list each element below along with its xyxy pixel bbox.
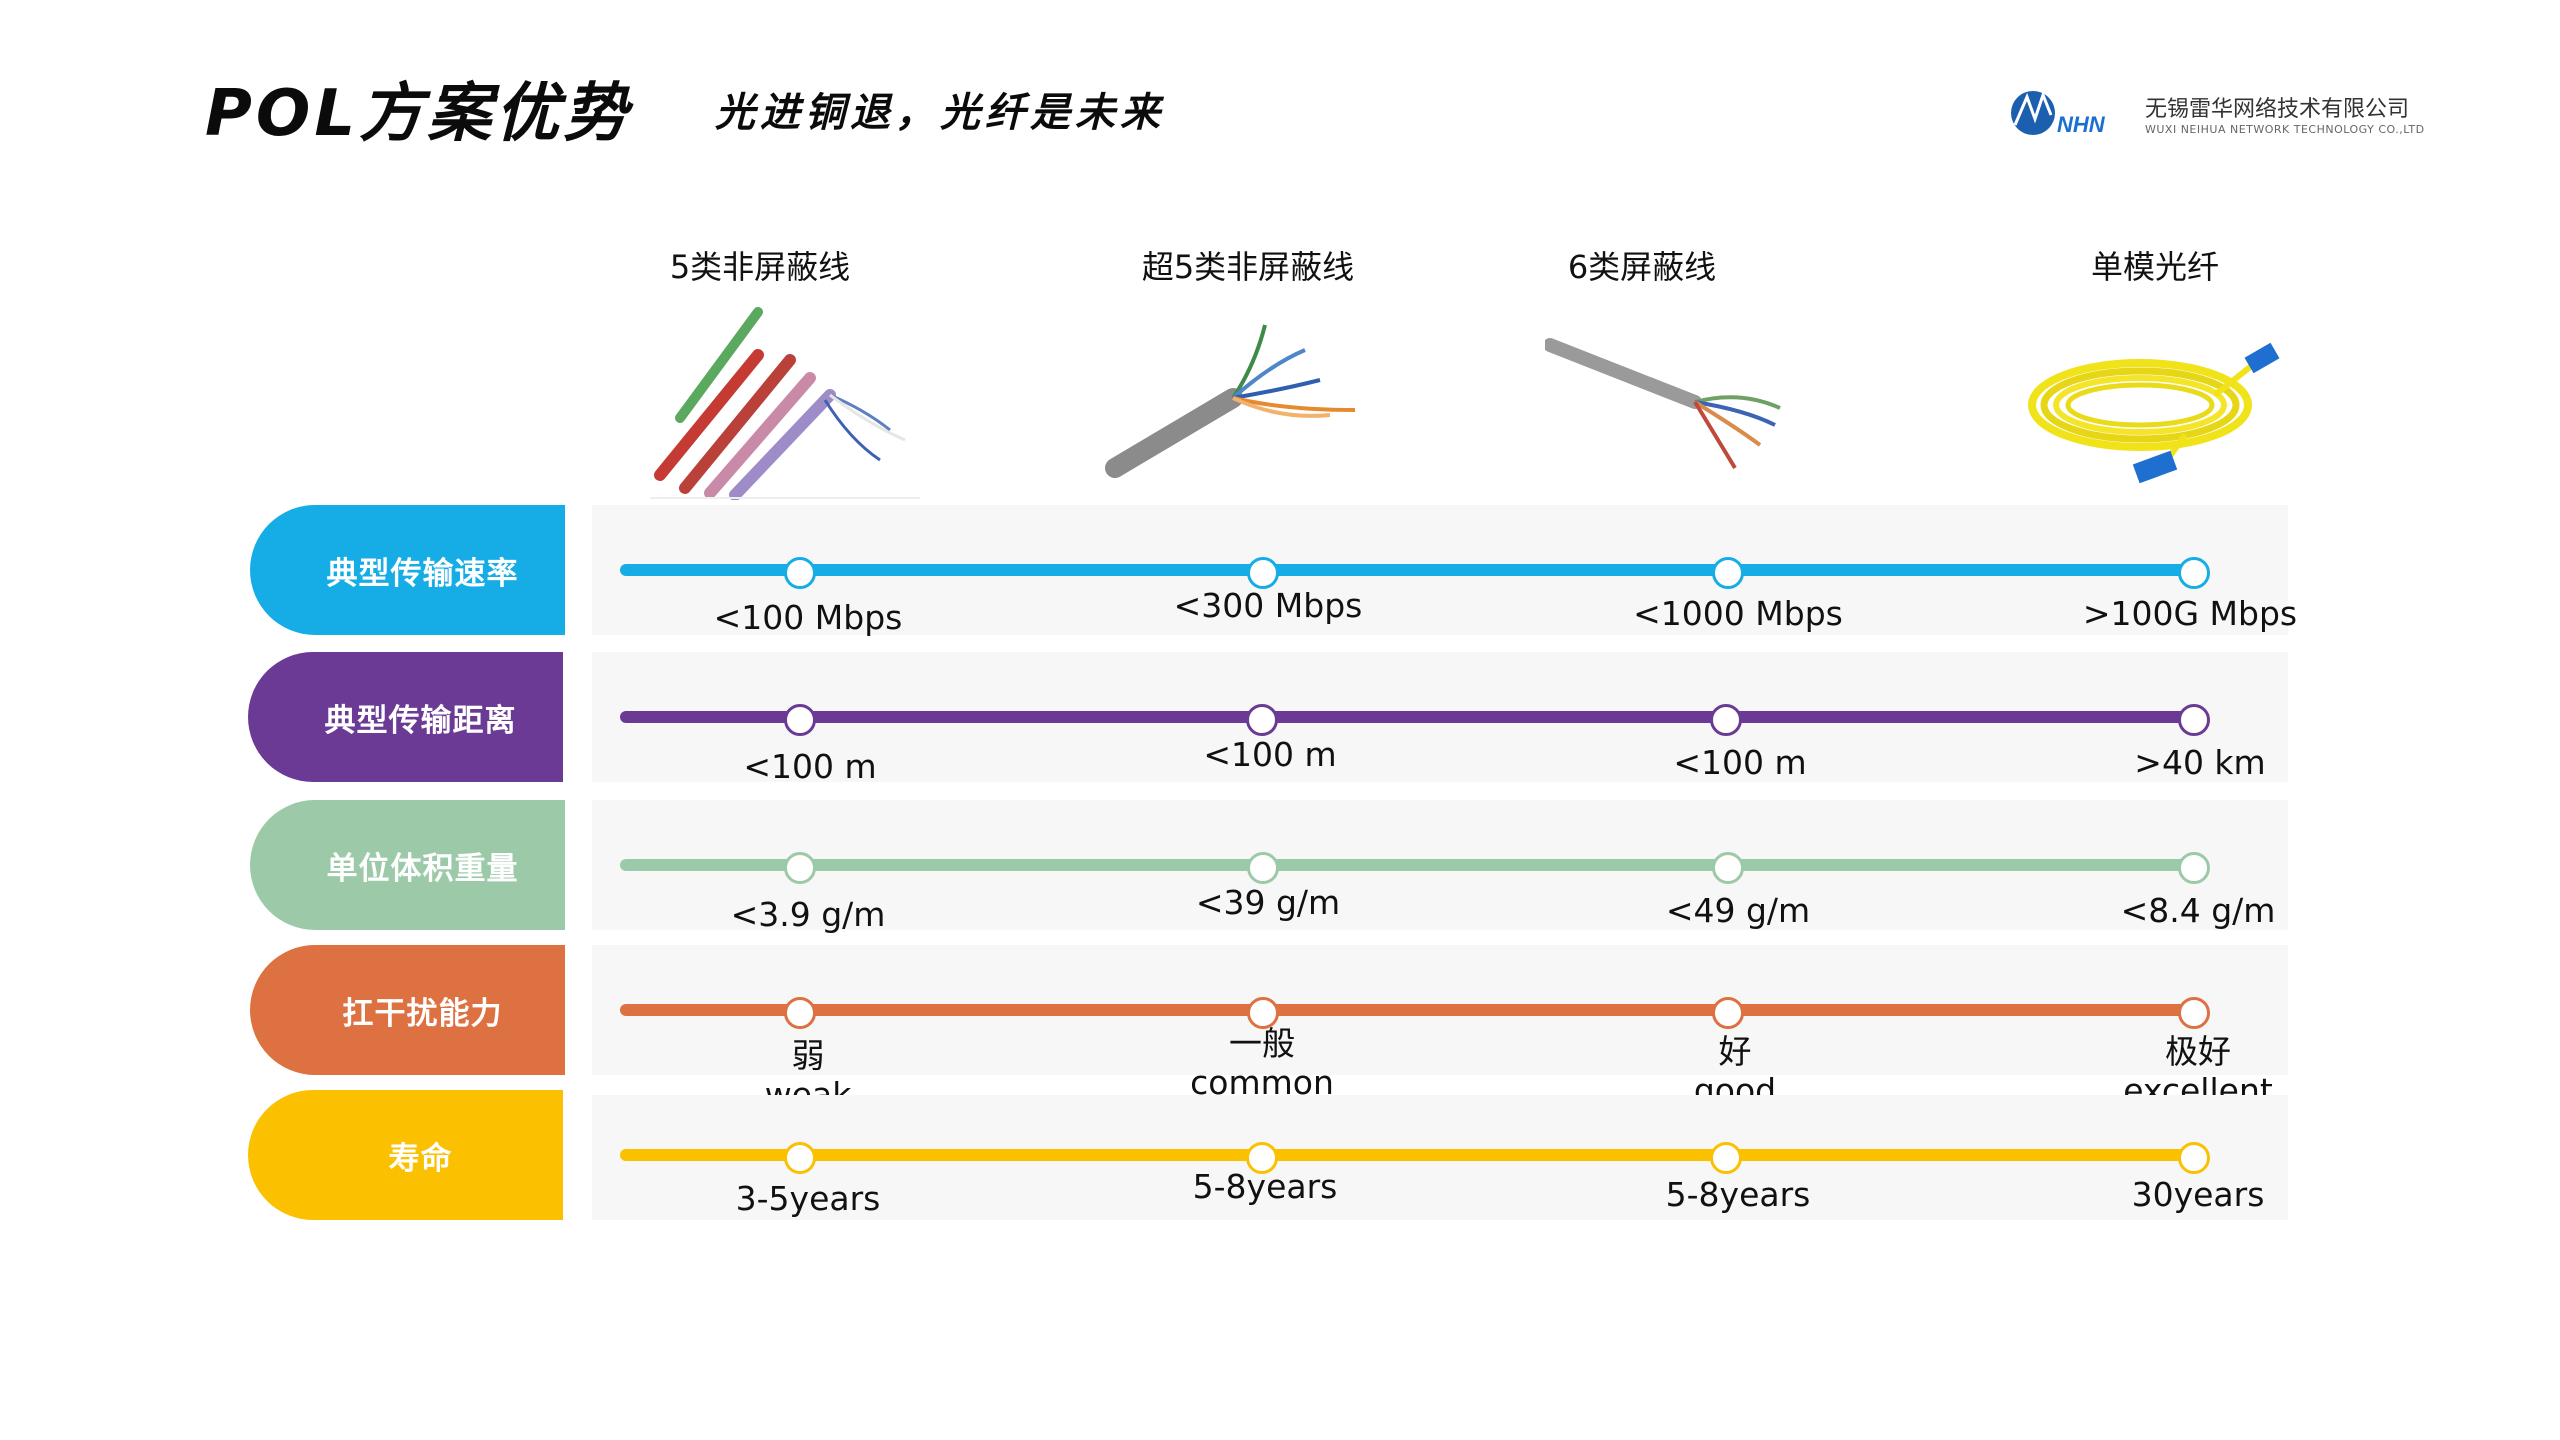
track-marker	[1712, 997, 1744, 1029]
row-anti-interference: 扛干扰能力 弱 weak 一般 common 好 good 极好 excelle…	[0, 945, 2560, 1114]
track-marker	[2178, 557, 2210, 589]
value-cat5: <100 m	[743, 747, 877, 786]
track-marker	[2178, 997, 2210, 1029]
value-cat5: <100 Mbps	[713, 598, 903, 637]
logo-mark-text: NHN	[2057, 112, 2106, 137]
track-marker	[2178, 852, 2210, 884]
value-cat6: 5-8years	[1665, 1175, 1811, 1214]
value-cat6: <1000 Mbps	[1633, 594, 1843, 633]
column-header-fiber: 单模光纤	[2090, 248, 2219, 286]
company-name: 无锡雷华网络技术有限公司	[2145, 97, 2410, 122]
track-marker	[1246, 1142, 1278, 1174]
company-name-en: WUXI NEIHUA NETWORK TECHNOLOGY CO.,LTD	[2145, 123, 2425, 136]
value-fiber: 30years	[2131, 1175, 2265, 1214]
row-lifespan: 寿命 3-5years 5-8years 5-8years 30years	[0, 1090, 2560, 1220]
value-cat5e: <39 g/m	[1195, 883, 1341, 922]
value-fiber: >100G Mbps	[2082, 594, 2298, 633]
track-marker	[784, 1142, 816, 1174]
nhn-logo-icon: NHN	[2011, 90, 2106, 137]
value-cat5e: <100 m	[1203, 735, 1337, 774]
track-marker	[1246, 704, 1278, 736]
row-transmission-distance: 典型传输距离 <100 m <100 m <100 m >40 km	[0, 652, 2560, 786]
page-title: POL方案优势	[205, 77, 632, 151]
column-header-cat6: 6类屏蔽线	[1567, 248, 1717, 286]
value-cat5: 3-5years	[735, 1179, 881, 1218]
value-cat5: <3.9 g/m	[730, 895, 886, 934]
cat5e-cable-icon	[1105, 324, 1356, 478]
track-line	[620, 711, 2194, 723]
track-marker	[784, 997, 816, 1029]
track-marker	[2178, 1142, 2210, 1174]
row-label-transmission-distance: 典型传输距离	[248, 652, 563, 782]
row-label-lifespan: 寿命	[248, 1090, 563, 1220]
track-line	[620, 1149, 2194, 1161]
track-marker	[1710, 704, 1742, 736]
value-cat6: <49 g/m	[1665, 891, 1811, 930]
value-fiber: <8.4 g/m	[2120, 891, 2276, 930]
value-cat5e: 5-8years	[1192, 1167, 1338, 1206]
column-header-cat5e: 超5类非屏蔽线	[1141, 248, 1355, 286]
column-header-cat5: 5类非屏蔽线	[669, 248, 851, 286]
track-marker	[784, 852, 816, 884]
track-line	[620, 564, 2194, 576]
row-label-transmission-rate: 典型传输速率	[250, 505, 565, 635]
track-marker	[2178, 704, 2210, 736]
value-cat5e: <300 Mbps	[1173, 586, 1363, 625]
company-logo: NHN 无锡雷华网络技术有限公司 WUXI NEIHUA NETWORK TEC…	[2005, 85, 2445, 145]
row-unit-weight: 单位体积重量 <3.9 g/m <39 g/m <49 g/m <8.4 g/m	[0, 800, 2560, 934]
track-marker	[1247, 997, 1279, 1029]
row-label-unit-weight: 单位体积重量	[250, 800, 565, 930]
value-cat6: <100 m	[1673, 743, 1807, 782]
track-marker	[784, 557, 816, 589]
row-label-anti-interference: 扛干扰能力	[250, 945, 565, 1075]
single-mode-fiber-icon	[2028, 342, 2280, 484]
track-line	[620, 1004, 2194, 1016]
value-fiber: >40 km	[2134, 743, 2266, 782]
track-marker	[1712, 852, 1744, 884]
cat5-cable-icon	[650, 307, 920, 500]
value-cn: 弱	[791, 1036, 825, 1075]
value-cn: 好	[1718, 1032, 1752, 1071]
track-marker	[1712, 557, 1744, 589]
value-cn: 极好	[2165, 1032, 2231, 1071]
page-subtitle: 光进铜退，光纤是未来	[715, 90, 1165, 136]
track-marker	[1710, 1142, 1742, 1174]
track-marker	[1247, 557, 1279, 589]
value-cn: 一般	[1229, 1024, 1295, 1063]
track-marker	[1247, 852, 1279, 884]
track-line	[620, 859, 2194, 871]
row-transmission-rate: 典型传输速率 <100 Mbps <300 Mbps <1000 Mbps >1…	[0, 505, 2560, 635]
track-marker	[784, 704, 816, 736]
cat6-cable-icon	[1545, 338, 1781, 470]
